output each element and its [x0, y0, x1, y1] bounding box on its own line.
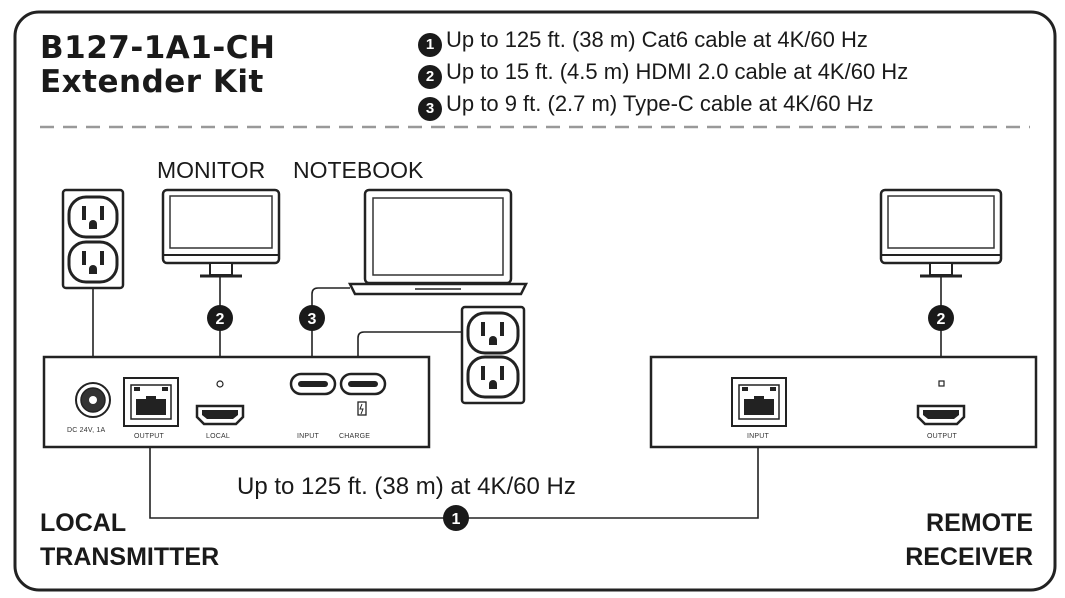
usbc-input-port [289, 372, 337, 396]
marker-2-remote: 2 [928, 305, 954, 331]
wall-outlet-charge [460, 305, 526, 405]
remote-label-line2: RECEIVER [905, 543, 1033, 571]
spec-number-badge: 3 [418, 97, 442, 121]
port-label-output: OUTPUT [134, 433, 164, 440]
svg-text:2: 2 [216, 311, 225, 328]
svg-text:2: 2 [937, 311, 946, 328]
remote-receiver-label: REMOTE RECEIVER [905, 506, 1033, 574]
rj45-output-port [123, 377, 179, 427]
svg-text:3: 3 [308, 311, 317, 328]
local-monitor [161, 188, 281, 278]
local-label-line1: LOCAL [40, 509, 127, 537]
wall-outlet-left [61, 188, 125, 290]
notebook-label: NOTEBOOK [293, 157, 424, 183]
spec-text: Up to 125 ft. (38 m) Cat6 cable at 4K/60… [446, 27, 868, 52]
transmitter-box [42, 355, 431, 449]
notebook-laptop [347, 188, 529, 296]
local-transmitter-label: LOCAL TRANSMITTER [40, 506, 219, 574]
remote-monitor [879, 188, 1003, 278]
link-distance-label: Up to 125 ft. (38 m) at 4K/60 Hz [237, 473, 576, 500]
outer-frame [13, 10, 1057, 592]
port-label-charge: CHARGE [339, 433, 371, 440]
spec-number-badge: 1 [418, 33, 442, 57]
typec-cable [311, 287, 350, 380]
marker-1-cat6: 1 [443, 505, 469, 531]
charge-cable [357, 331, 462, 380]
svg-text:1: 1 [452, 511, 461, 528]
port-label-dc: DC 24V, 1A [67, 427, 106, 434]
rj45-input-port [731, 377, 787, 427]
spec-text: Up to 9 ft. (2.7 m) Type-C cable at 4K/6… [446, 91, 874, 116]
spec-number-badge: 2 [418, 65, 442, 89]
local-label-line2: TRANSMITTER [40, 543, 220, 571]
marker-2-local: 2 [207, 305, 233, 331]
port-label-receiver-input: INPUT [747, 433, 769, 440]
hdmi-output-port [916, 380, 966, 426]
product-title-line2: Extender Kit [40, 64, 264, 100]
marker-3-typec: 3 [299, 305, 325, 331]
port-label-local: LOCAL [206, 433, 230, 440]
monitor-label: MONITOR [157, 157, 266, 183]
port-label-receiver-output: OUTPUT [927, 433, 957, 440]
port-label-input: INPUT [297, 433, 319, 440]
product-title-line1: B127-1A1-CH [40, 30, 276, 66]
hdmi-local-port [195, 380, 245, 426]
receiver-box [649, 355, 1038, 449]
spec-text: Up to 15 ft. (4.5 m) HDMI 2.0 cable at 4… [446, 59, 909, 84]
remote-label-line1: REMOTE [926, 509, 1033, 537]
usbc-charge-port [339, 372, 387, 416]
